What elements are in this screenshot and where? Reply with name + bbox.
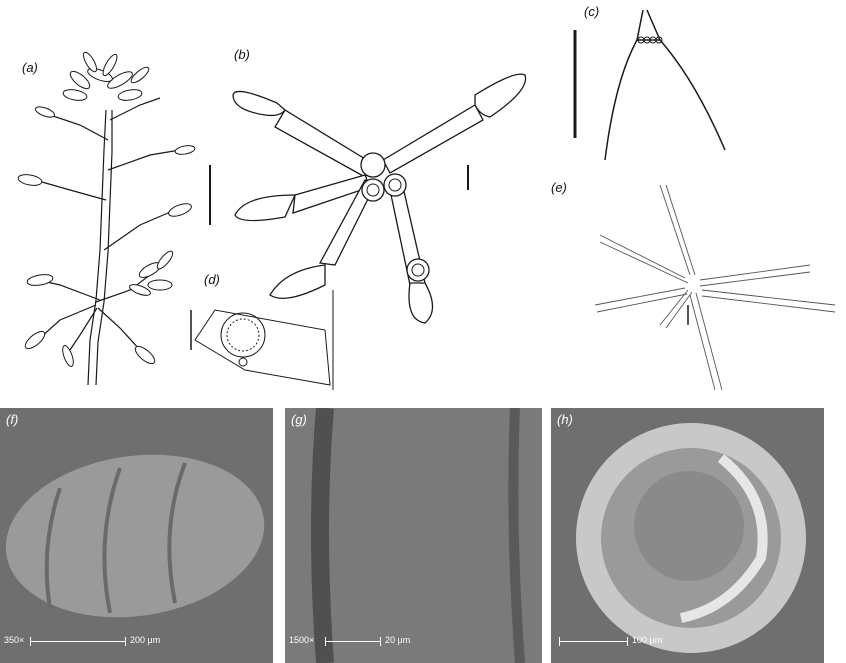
scale-length-h: 100 μm (632, 635, 663, 645)
sem-image-g: (g) 1500× 20 μm (285, 408, 542, 663)
sem-image-f: (f) 350× 200 μm (0, 408, 273, 663)
chain-drawing-e (594, 184, 836, 391)
panel-label-b: (b) (234, 47, 250, 62)
scale-bar-a (209, 165, 211, 225)
sem-specimen-f (5, 454, 265, 618)
cell-drawing-d (190, 290, 334, 390)
scale-bar-h: 100 μm (551, 635, 824, 649)
scale-length-f: 200 μm (130, 635, 161, 645)
sem-label-f: (f) (6, 412, 19, 427)
sem-label-g: (g) (291, 412, 307, 427)
conidiophore-drawing-a (17, 51, 196, 386)
scale-bar-f: 350× 200 μm (0, 635, 273, 649)
sem-specimen-h (576, 423, 806, 653)
panel-label-a: (a) (22, 60, 38, 75)
scale-length-g: 20 μm (385, 635, 411, 645)
sem-label-h: (h) (557, 412, 573, 427)
magnification-g: 1500× (289, 635, 315, 645)
apex-drawing-c (573, 9, 726, 161)
panel-label-c: (c) (584, 4, 600, 19)
sem-texture-g (311, 408, 525, 663)
panel-label-e: (e) (551, 180, 567, 195)
conidium-cluster-drawing-b (232, 73, 527, 324)
scale-bar-g: 1500× 20 μm (285, 635, 542, 649)
sem-image-h: (h) 100 μm (551, 408, 824, 663)
panel-label-d: (d) (204, 272, 220, 287)
magnification-f: 350× (4, 635, 25, 645)
